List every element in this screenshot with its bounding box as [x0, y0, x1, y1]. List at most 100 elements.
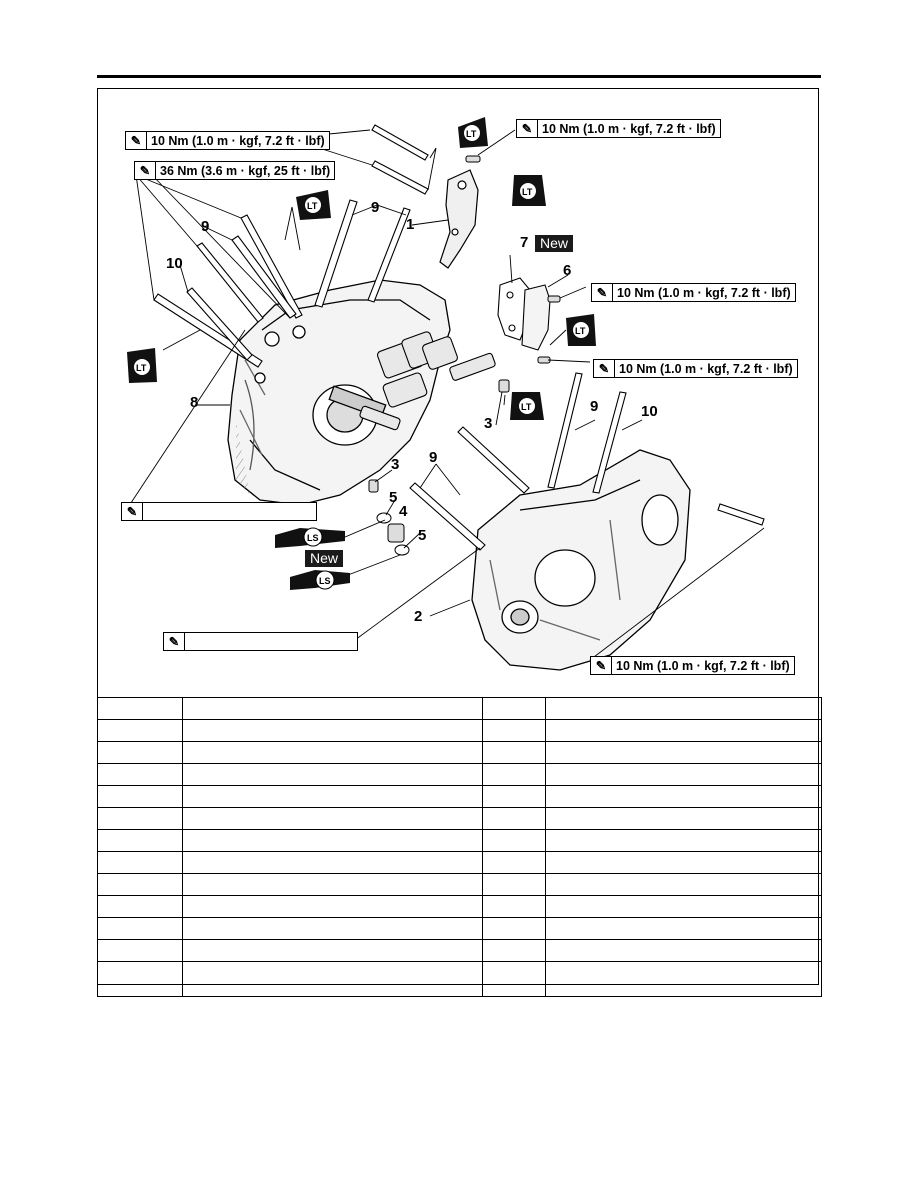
- locktite-icon: LT LT LT LT LT LT: [127, 117, 596, 420]
- torque-spec: 10 Nm (1.0 m · kgf, 7.2 ft · lbf): [617, 285, 791, 300]
- table-cell: [182, 917, 483, 940]
- table-cell: [182, 829, 483, 852]
- svg-text:LT: LT: [575, 326, 586, 336]
- table-cell: [545, 807, 822, 830]
- torque-spec-box: ✎ 10 Nm (1.0 m · kgf, 7.2 ft · lbf): [593, 359, 798, 378]
- callout-number: 10: [641, 403, 658, 420]
- callout-number: 9: [371, 199, 380, 216]
- right-case-studs: [409, 372, 765, 551]
- table-cell: [482, 697, 546, 720]
- table-cell: [545, 697, 822, 720]
- table-cell: [545, 719, 822, 742]
- torque-spec-box: ✎ 10 Nm (1.0 m · kgf, 7.2 ft · lbf): [125, 131, 330, 150]
- svg-text:LT: LT: [521, 402, 532, 412]
- table-cell: [97, 785, 183, 808]
- table-cell: [482, 829, 546, 852]
- svg-text:LT: LT: [466, 129, 477, 139]
- table-cell: [482, 895, 546, 918]
- table-cell: [482, 741, 546, 764]
- torque-wrench-icon: ✎: [517, 120, 538, 137]
- table-row: [97, 961, 822, 997]
- table-cell: [545, 851, 822, 874]
- table-row: [97, 763, 822, 786]
- table-row: [97, 741, 822, 764]
- table-cell: [182, 961, 483, 997]
- callout-number: 2: [414, 608, 423, 625]
- parts-table: [97, 697, 822, 997]
- torque-spec-box: ✎ 36 Nm (3.6 m · kgf, 25 ft · lbf): [134, 161, 336, 180]
- table-cell: [97, 719, 183, 742]
- torque-spec-box: ✎ 10 Nm (1.0 m · kgf, 7.2 ft · lbf): [590, 656, 795, 675]
- callout-number: 3: [391, 456, 400, 473]
- table-row: [97, 873, 822, 896]
- table-cell: [545, 873, 822, 896]
- table-row: [97, 697, 822, 720]
- table-cell: [97, 741, 183, 764]
- table-cell: [182, 807, 483, 830]
- table-cell: [97, 763, 183, 786]
- svg-text:LT: LT: [522, 187, 533, 197]
- table-cell: [182, 851, 483, 874]
- svg-text:LS: LS: [307, 533, 319, 543]
- gasket-plate: [497, 277, 551, 351]
- torque-spec: 10 Nm (1.0 m · kgf, 7.2 ft · lbf): [542, 121, 716, 136]
- table-row: [97, 917, 822, 940]
- table-cell: [482, 851, 546, 874]
- exploded-crankcase-diagram: LT LT LT LT LT LT LS LS: [124, 117, 765, 671]
- table-cell: [97, 895, 183, 918]
- table-cell: [182, 741, 483, 764]
- callout-number: 4: [399, 503, 408, 520]
- table-cell: [545, 961, 822, 997]
- table-cell: [182, 763, 483, 786]
- table-cell: [482, 807, 546, 830]
- table-cell: [97, 873, 183, 896]
- table-row: [97, 785, 822, 808]
- table-row: [97, 829, 822, 852]
- table-cell: [97, 961, 183, 997]
- table-cell: [545, 741, 822, 764]
- table-row: [97, 719, 822, 742]
- long-bolts: [153, 124, 429, 368]
- table-cell: [545, 829, 822, 852]
- torque-wrench-icon: ✎: [592, 284, 613, 301]
- transmission-shafts: [359, 331, 496, 431]
- table-row: [97, 807, 822, 830]
- table-cell: [545, 939, 822, 962]
- torque-wrench-icon: ✎: [594, 360, 615, 377]
- callout-number: 7: [520, 234, 529, 251]
- header-rule: [97, 75, 821, 78]
- torque-spec: 10 Nm (1.0 m · kgf, 7.2 ft · lbf): [151, 133, 325, 148]
- new-part-badge: New: [305, 550, 344, 567]
- torque-spec-box-blank: ✎: [121, 502, 317, 521]
- table-cell: [182, 939, 483, 962]
- table-cell: [482, 917, 546, 940]
- svg-text:LT: LT: [307, 201, 318, 211]
- table-row: [97, 895, 822, 918]
- right-crankcase: [471, 449, 691, 671]
- table-cell: [97, 917, 183, 940]
- table-cell: [545, 763, 822, 786]
- callout-number: 9: [429, 449, 438, 466]
- callout-number: 10: [166, 255, 183, 272]
- table-cell: [482, 763, 546, 786]
- callout-number: 8: [190, 394, 199, 411]
- torque-wrench-icon: ✎: [135, 162, 156, 179]
- table-cell: [545, 785, 822, 808]
- table-cell: [482, 873, 546, 896]
- table-cell: [97, 851, 183, 874]
- torque-spec: 36 Nm (3.6 m · kgf, 25 ft · lbf): [160, 163, 331, 178]
- table-cell: [545, 895, 822, 918]
- lithium-grease-icon: LS LS: [275, 527, 350, 590]
- table-cell: [182, 873, 483, 896]
- torque-spec-box-blank: ✎: [163, 632, 358, 651]
- table-cell: [482, 961, 546, 997]
- callout-number: 6: [563, 262, 572, 279]
- table-cell: [182, 719, 483, 742]
- table-row: [97, 939, 822, 962]
- table-row: [97, 851, 822, 874]
- bracket-1: [439, 169, 479, 269]
- table-cell: [482, 939, 546, 962]
- callout-number: 5: [389, 489, 398, 506]
- table-cell: [545, 917, 822, 940]
- torque-spec-box: ✎ 10 Nm (1.0 m · kgf, 7.2 ft · lbf): [591, 283, 796, 302]
